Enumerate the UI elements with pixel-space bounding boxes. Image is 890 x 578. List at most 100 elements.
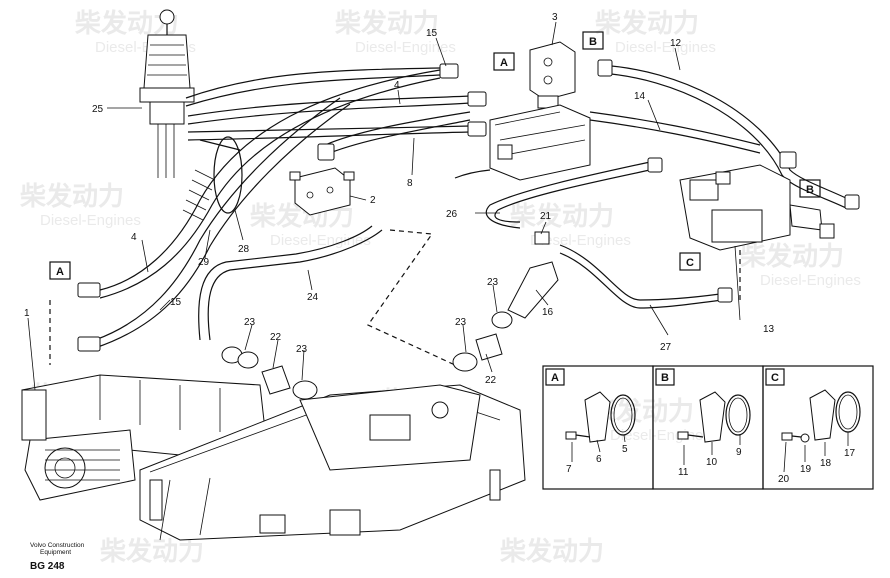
callout-25: 25 [92,104,104,115]
callout-23: 23 [244,317,256,328]
callout-13: 13 [763,324,775,335]
clamp-sleeves [221,311,513,400]
watermark-brand: 柴发动力 [19,181,124,211]
callout-14: 14 [634,91,646,102]
footer-line2: Equipment [40,549,72,556]
frame-body [139,384,526,541]
watermark-sub: Diesel-Engines [610,427,711,444]
hose-26-outer [494,169,651,223]
o-ring [835,391,861,433]
hose-12 [599,64,851,201]
connector-a-top-label: A [500,57,508,69]
fitting-21 [534,231,550,245]
part-5: 5 [622,444,628,455]
fitting [779,151,797,169]
watermark-sub: Diesel-Engines [615,39,716,56]
callout-labels: 1 2 3 4 4 8 12 13 14 15 15 16 21 22 22 2… [24,12,775,386]
part-10: 10 [706,457,718,468]
inset-c [762,365,874,490]
part-11: 11 [678,467,689,478]
screw [781,432,793,441]
inset-leaders [571,432,849,473]
connector-tags: A B A C B [49,31,821,280]
clamp-half [809,389,836,441]
o-ring-inner [613,397,633,433]
hose-27 [559,244,721,301]
connector-a-left-label: A [56,266,64,278]
clamp-half [584,391,611,443]
watermark-brand: 柴发动力 [594,8,699,38]
watermark-sub: Diesel-Engines [760,272,861,289]
callout-23: 23 [296,344,308,355]
connector-b-top [582,31,604,50]
fitting [717,287,733,303]
watermark-brand: 柴发动力 [99,536,204,566]
inset-c-tag [765,368,785,386]
callout-21: 21 [540,211,552,222]
callout-4: 4 [131,232,137,243]
hose-26 [485,161,651,229]
callout-16: 16 [542,307,554,318]
pump-assembly [21,374,266,501]
callout-22: 22 [270,332,282,343]
screw [565,431,577,440]
callout-23: 23 [487,277,499,288]
screw-shank [687,434,704,438]
callout-29: 29 [198,257,210,268]
watermark-sub: Diesel-Engines [530,232,631,249]
dashed-link [367,229,456,366]
screw-shank [791,435,802,438]
fitting [647,157,663,173]
clamp-half [699,391,726,443]
hose-bundle [77,63,487,352]
footer-code: BG 248 [30,561,65,572]
callout-27: 27 [660,342,672,353]
part-9: 9 [736,447,742,458]
footer-company: Volvo Construction Equipment [30,542,84,556]
part-18: 18 [820,458,832,469]
connector-a-top [493,52,515,71]
callout-3: 3 [552,12,558,23]
main-control-valve [679,164,835,251]
valve-block-3 [454,41,591,181]
inset-a-title: A [551,372,559,384]
leader-lines [27,21,741,391]
valve-block-2 [289,167,355,216]
hose-12-outer [599,72,847,209]
part-6: 6 [596,454,602,465]
connector-c-label: C [686,257,694,269]
watermark-sub: Diesel-Engines [270,232,371,249]
watermark-sub: Diesel-Engines [355,39,456,56]
callout-2: 2 [370,195,376,206]
part-17: 17 [844,448,856,459]
o-ring [725,394,751,436]
callout-15: 15 [426,28,438,39]
watermark-brand: 柴发动力 [499,536,604,566]
fitting [844,194,860,210]
connector-a-left [49,261,71,280]
watermark-sub: Diesel-Engines [40,212,141,229]
pipe-24 [207,229,383,341]
watermark-brand: 柴发动力 [509,201,614,231]
callout-23: 23 [455,317,467,328]
connector-b-top-label: B [589,36,597,48]
callout-28: 28 [238,244,250,255]
connector-c [679,252,701,271]
callout-12: 12 [670,38,682,49]
part-7: 7 [566,464,572,475]
inset-b-title: B [661,372,669,384]
inset-c-title: C [771,372,779,384]
callout-22: 22 [485,375,497,386]
footer-line1: Volvo Construction [30,542,85,549]
callout-4: 4 [394,80,400,91]
o-ring-inner [838,394,858,430]
watermark-brand: 柴发动力 [739,241,844,271]
o-ring-inner [728,397,748,433]
hose-27-outer [559,252,723,309]
hose-14-outer [589,119,761,154]
callout-8: 8 [407,178,413,189]
pipe-24-outer [198,225,373,341]
callout-15: 15 [170,297,182,308]
